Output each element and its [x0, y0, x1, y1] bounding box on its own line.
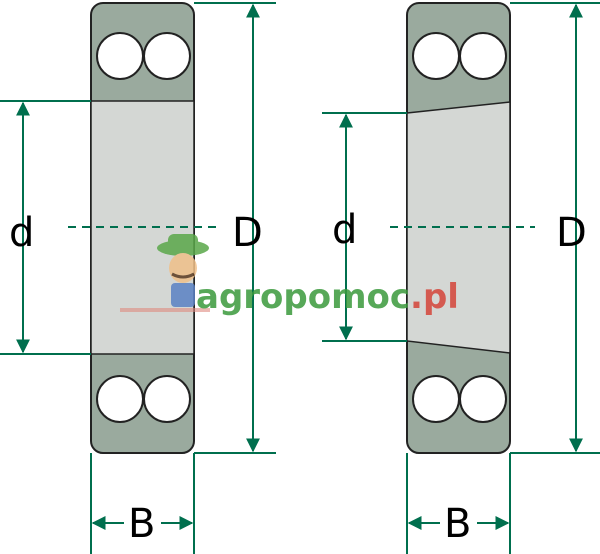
watermark-brand: agropomoc.pl	[196, 277, 459, 317]
left-B-label: B	[128, 501, 155, 547]
ball	[96, 375, 144, 423]
right-B-label: B	[444, 501, 471, 547]
right-D-label: D	[556, 210, 587, 256]
right-bearing-top-balls	[412, 32, 507, 80]
right-dimensions	[322, 2, 600, 554]
ball	[412, 375, 460, 423]
right-d-label: d	[332, 207, 357, 253]
left-dimensions	[0, 2, 276, 554]
ball	[96, 32, 144, 80]
agropomoc-watermark: agropomoc.pl	[120, 234, 459, 317]
right-bearing-tapered-bore	[406, 101, 511, 354]
farmer-mascot-logo	[120, 234, 210, 312]
ball	[412, 32, 460, 80]
ball	[143, 32, 191, 80]
left-D-label: D	[232, 210, 263, 256]
ball	[459, 375, 507, 423]
left-bearing-top-balls	[96, 32, 191, 80]
ball	[143, 375, 191, 423]
left-d-label: d	[9, 210, 34, 256]
right-bearing-bottom-balls	[412, 375, 507, 423]
left-bearing-bottom-balls	[96, 375, 191, 423]
ball	[459, 32, 507, 80]
right-bearing	[406, 2, 511, 454]
